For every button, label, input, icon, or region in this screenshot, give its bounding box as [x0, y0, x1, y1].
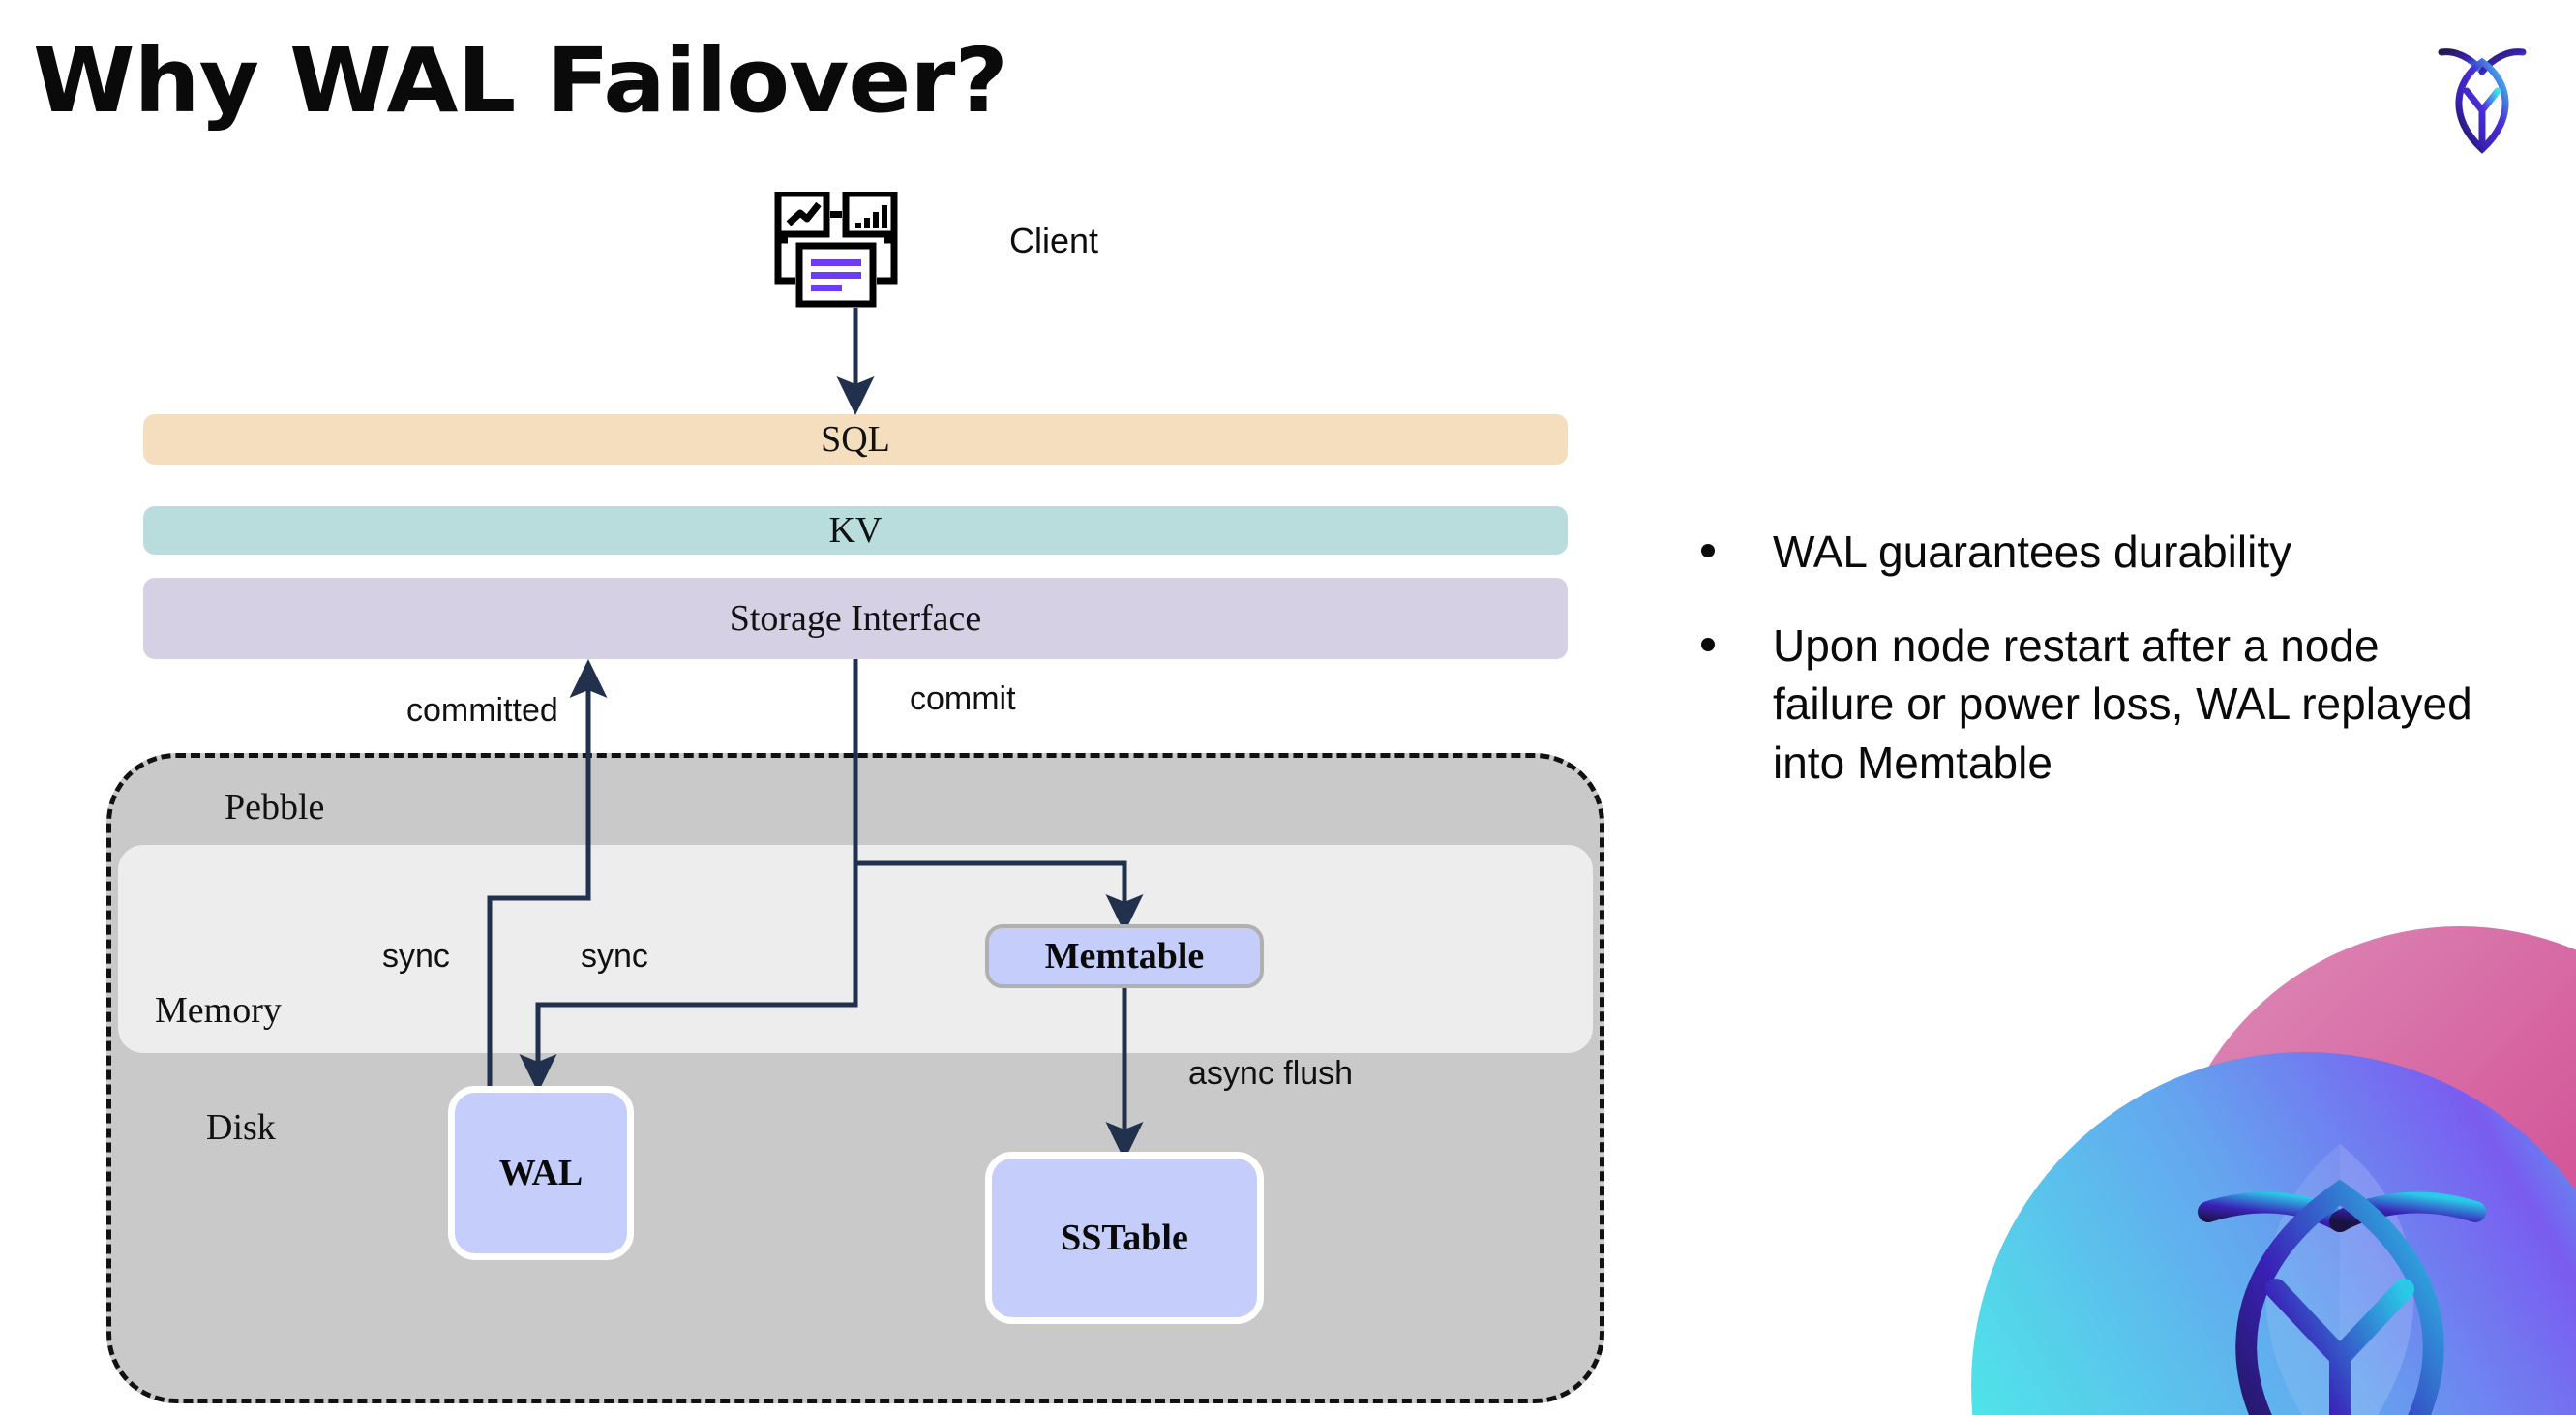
- page-title: Why WAL Failover?: [33, 29, 1008, 133]
- memory-region-panel: [118, 845, 1593, 1053]
- node-label: SSTable: [1061, 1218, 1188, 1258]
- memory-label: Memory: [155, 990, 282, 1031]
- client-label: Client: [1009, 221, 1099, 260]
- layer-label: Storage Interface: [729, 598, 982, 639]
- pebble-label: Pebble: [225, 787, 325, 828]
- edge-label-committed: committed: [406, 692, 558, 729]
- list-item: Upon node restart after a node failure o…: [1701, 617, 2504, 793]
- layer-bar-sql: SQL: [143, 414, 1568, 465]
- node-label: Memtable: [1044, 936, 1205, 977]
- bullet-list: WAL guarantees durability Upon node rest…: [1701, 523, 2504, 828]
- cockroach-leaf-logo-icon: [2410, 21, 2555, 166]
- node-memtable: Memtable: [985, 924, 1264, 988]
- layer-bar-storage-interface: Storage Interface: [143, 578, 1568, 659]
- edge-label-sync-left: sync: [382, 938, 450, 975]
- layer-label: SQL: [821, 419, 890, 460]
- edge-label-sync-right: sync: [581, 938, 648, 975]
- decorative-corner-graphic: [1918, 902, 2576, 1415]
- edge-label-commit: commit: [910, 680, 1016, 717]
- list-item: WAL guarantees durability: [1701, 523, 2504, 582]
- node-sstable: SSTable: [985, 1152, 1264, 1324]
- edge-label-async-flush: async flush: [1188, 1055, 1354, 1092]
- bullet-dot-icon: [1701, 544, 1715, 557]
- node-wal: WAL: [448, 1086, 634, 1260]
- node-label: WAL: [498, 1153, 584, 1193]
- layer-label: KV: [828, 510, 883, 551]
- layer-bar-kv: KV: [143, 506, 1568, 555]
- client-dashboard-icon: [774, 190, 929, 317]
- bullet-text: Upon node restart after a node failure o…: [1773, 619, 2472, 789]
- disk-label: Disk: [206, 1107, 276, 1148]
- bullet-dot-icon: [1701, 637, 1715, 651]
- bullet-text: WAL guarantees durability: [1773, 527, 2292, 577]
